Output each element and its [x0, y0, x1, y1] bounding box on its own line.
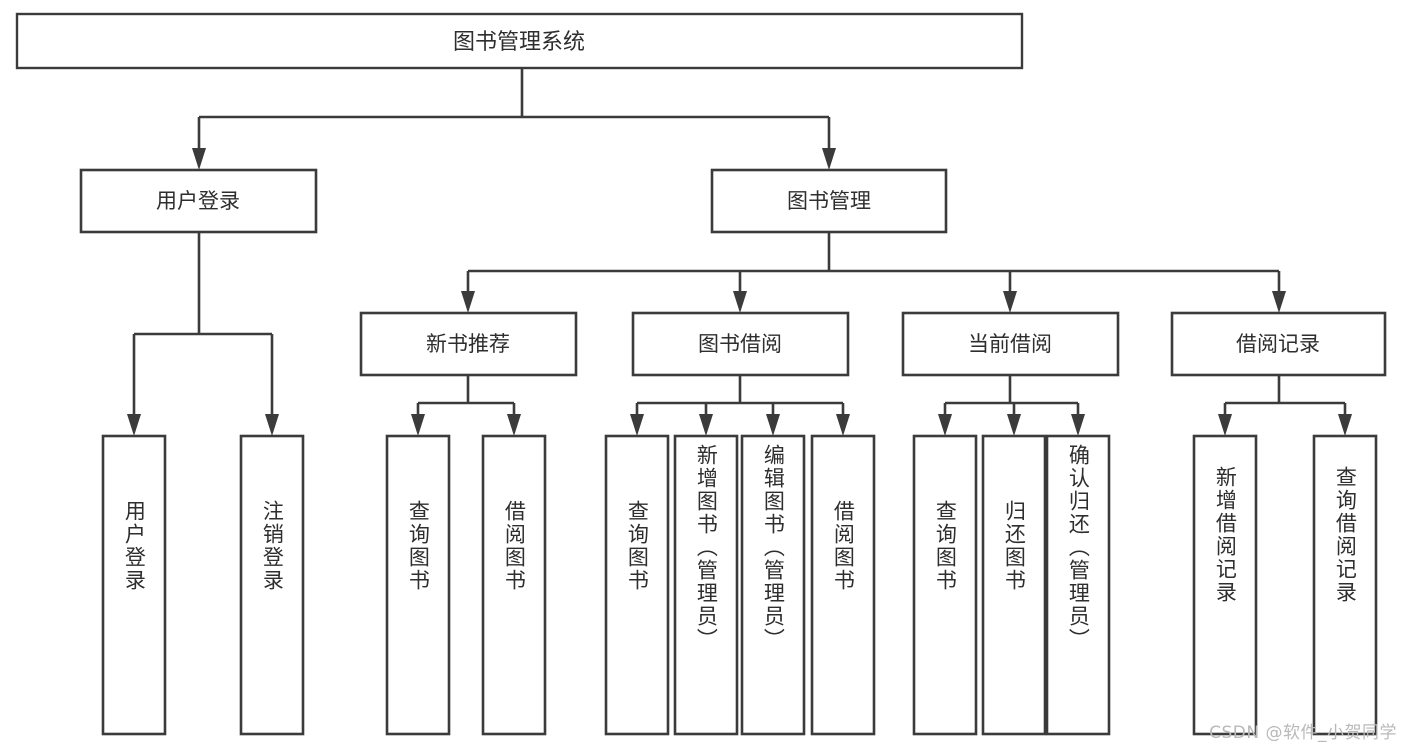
- node-new-book-recommend[interactable]: 新书推荐: [359, 311, 578, 377]
- leaf-box-add-book[interactable]: [673, 434, 739, 736]
- arrow-head-leaf-borrow-book-2: [836, 414, 850, 436]
- node-book-borrow-label: 图书借阅: [698, 332, 782, 356]
- node-borrow-record-label: 借阅记录: [1236, 332, 1320, 356]
- node-borrow-record[interactable]: 借阅记录: [1170, 311, 1387, 377]
- leaf-box-return-book[interactable]: [981, 434, 1047, 736]
- node-current-borrow-label: 当前借阅: [968, 332, 1052, 356]
- leaf-box-logout[interactable]: [239, 434, 305, 736]
- node-root[interactable]: 图书管理系统: [15, 12, 1024, 70]
- node-current-borrow-box[interactable]: [901, 311, 1120, 377]
- leaf-box-edit-book[interactable]: [740, 434, 806, 736]
- arrow-head-borrow-record: [1272, 291, 1286, 313]
- leaf-box-confirm-return[interactable]: [1045, 434, 1111, 736]
- leaf-box-borrow-book-1[interactable]: [481, 434, 547, 736]
- node-book-manage-label: 图书管理: [787, 189, 871, 213]
- arrow-head-leaf-query-record: [1338, 414, 1352, 436]
- arrow-head-leaf-add-record: [1218, 414, 1232, 436]
- arrow-head-leaf-borrow-book-1: [507, 414, 521, 436]
- arrow-head-leaf-return-book: [1007, 414, 1021, 436]
- node-user-login-label: 用户登录: [156, 189, 240, 213]
- node-book-borrow-box[interactable]: [631, 311, 850, 377]
- leaf-box-query-record[interactable]: [1312, 434, 1378, 736]
- leaf-box-layer: [101, 434, 1378, 736]
- leaf-box-user-login[interactable]: [101, 434, 167, 736]
- leaf-box-borrow-book-2[interactable]: [810, 434, 876, 736]
- arrow-head-leaf-query-book-3: [938, 414, 952, 436]
- node-user-login[interactable]: 用户登录: [79, 168, 318, 234]
- leaf-box-query-book-3[interactable]: [912, 434, 978, 736]
- arrow-head-current-borrow: [1003, 291, 1017, 313]
- node-borrow-record-box[interactable]: [1170, 311, 1387, 377]
- arrow-head-user-login: [192, 148, 206, 170]
- arrow-head-book-manage: [822, 148, 836, 170]
- node-user-login-box[interactable]: [79, 168, 318, 234]
- arrow-head-leaf-query-book-2: [630, 414, 644, 436]
- connector-layer: [127, 68, 1352, 436]
- leaf-box-query-book-2[interactable]: [604, 434, 670, 736]
- arrow-head-leaf-confirm-return: [1071, 414, 1085, 436]
- leaf-box-add-record[interactable]: [1192, 434, 1258, 736]
- node-new-book-recommend-box[interactable]: [359, 311, 578, 377]
- node-book-manage[interactable]: 图书管理: [710, 168, 948, 234]
- node-new-book-recommend-label: 新书推荐: [426, 332, 510, 356]
- arrow-head-new-book: [461, 291, 475, 313]
- node-book-borrow[interactable]: 图书借阅: [631, 311, 850, 377]
- arrow-head-book-borrow: [733, 291, 747, 313]
- arrow-head-leaf-query-book-1: [411, 414, 425, 436]
- arrow-head-leaf-logout: [265, 414, 279, 436]
- arrow-head-leaf-add-book: [699, 414, 713, 436]
- csdn-watermark: CSDN @软件_小贺同学: [1209, 723, 1397, 743]
- node-root-box[interactable]: [15, 12, 1024, 70]
- arrow-head-leaf-user-login: [127, 414, 141, 436]
- node-book-manage-box[interactable]: [710, 168, 948, 234]
- leaf-box-query-book-1[interactable]: [385, 434, 451, 736]
- arrow-head-leaf-edit-book: [766, 414, 780, 436]
- node-root-label: 图书管理系统: [453, 30, 585, 55]
- node-current-borrow[interactable]: 当前借阅: [901, 311, 1120, 377]
